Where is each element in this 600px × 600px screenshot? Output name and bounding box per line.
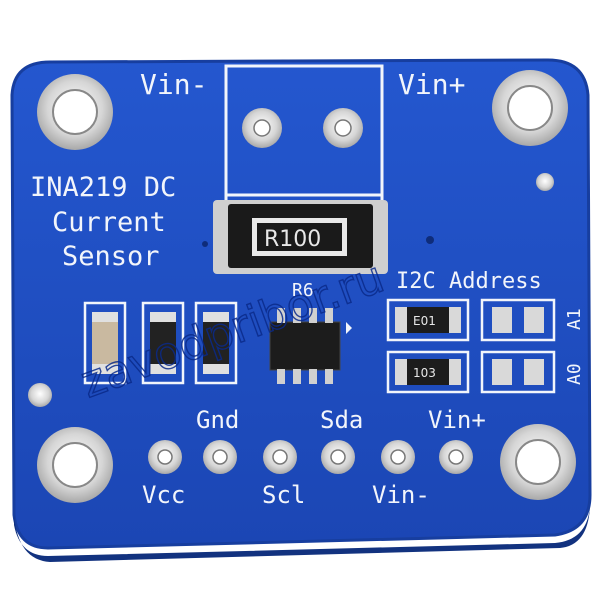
pin-label-vin-plus: Vin+ (428, 406, 486, 434)
label-r6: R6 (292, 280, 314, 301)
label-vin-minus-top: Vin- (140, 68, 207, 101)
label-a0: A0 (564, 363, 585, 385)
board-title-line-2: Current (52, 207, 166, 238)
board-title-line-1: INA219 DC (30, 172, 176, 203)
header-pin-vin-plus (439, 440, 473, 474)
board-title-line-3: Sensor (62, 241, 160, 272)
mounting-hole-top-left (37, 74, 113, 150)
address-jumper-a1 (480, 298, 556, 342)
pin-label-scl: Scl (262, 481, 305, 509)
terminal-pad-left (242, 108, 282, 148)
label-i2c-address: I2C Address (396, 269, 542, 294)
header-pin-sda (321, 440, 355, 474)
ina219-chip (269, 308, 352, 384)
pin-label-vin-minus: Vin- (372, 481, 430, 509)
pin-label-sda: Sda (320, 406, 363, 434)
smd-marking-e01: E01 (413, 314, 436, 328)
mounting-hole-bottom-left (37, 427, 113, 503)
label-vin-plus-top: Vin+ (398, 68, 465, 101)
header-pin-gnd (203, 440, 237, 474)
header-pin-vin-minus (381, 440, 415, 474)
smd-component-2 (141, 301, 185, 385)
smd-component-3 (194, 301, 238, 385)
via (536, 173, 554, 191)
header-pin-scl (263, 440, 297, 474)
mounting-hole-top-right (492, 70, 568, 146)
smd-component-1 (83, 301, 127, 385)
shunt-resistor: R100 (213, 200, 388, 274)
mounting-hole-bottom-right (500, 424, 576, 500)
smd-marking-103: 103 (413, 366, 436, 380)
smd-resistor-e01: E01 (386, 298, 470, 342)
smd-resistor-103: 103 (386, 350, 470, 394)
pin-label-gnd: Gnd (196, 406, 239, 434)
header-pin-vcc (148, 440, 182, 474)
pin-label-vcc: Vcc (142, 481, 185, 509)
pcb-board (10, 58, 592, 550)
via (426, 236, 434, 244)
via (28, 383, 52, 407)
label-a1: A1 (564, 308, 585, 330)
address-jumper-a0 (480, 350, 556, 394)
terminal-pad-right (323, 108, 363, 148)
shunt-resistor-marking: R100 (264, 227, 321, 252)
via (202, 241, 208, 247)
